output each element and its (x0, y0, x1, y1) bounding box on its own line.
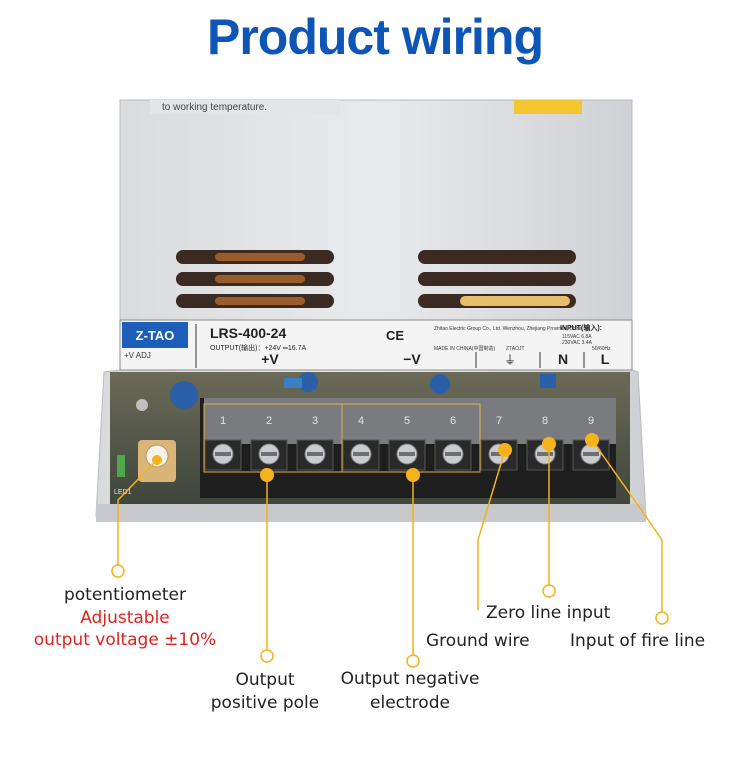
output-rating: OUTPUT(输出)：+24V ═16.7A (210, 343, 307, 352)
screw-slot (215, 452, 231, 456)
terminal-l-label: L (601, 351, 610, 367)
output-negative-label-2: electrode (370, 693, 450, 713)
terminal-number: 6 (450, 415, 456, 427)
input-line-3: 50/60Hz (592, 346, 611, 352)
adj-label: +V ADJ (124, 351, 151, 360)
manufacturer-text: Zhitao Electric Group Co., Ltd. Wenzhou,… (434, 326, 583, 332)
adjustable-label: Adjustable (80, 608, 170, 628)
input-title: INPUT(输入): (560, 323, 602, 332)
made-in-text: MADE IN CHINA(中国制造) (434, 345, 495, 352)
screw-slot (399, 452, 415, 456)
output-positive-label-2: positive pole (210, 693, 320, 713)
output-positive-label-1: Output (235, 670, 295, 690)
terminal-number: 3 (312, 415, 318, 427)
page-title: Product wiring (207, 9, 544, 65)
input-line-1: 115VAC 6.8A (562, 334, 592, 340)
led-label: LED1 (114, 489, 132, 496)
input-line-2: 230VAC 3.4A (562, 340, 593, 346)
model-number: LRS-400-24 (210, 325, 286, 341)
fire-line-label: Input of fire line (570, 631, 706, 651)
terminal-number: 1 (220, 415, 226, 427)
potentiometer-label: potentiometer (63, 585, 186, 605)
terminal-number: 5 (404, 415, 410, 427)
output-voltage-label: output voltage ±10% (33, 630, 217, 650)
terminal-number: 2 (266, 415, 272, 427)
casing-top-text: to working temperature. (162, 102, 267, 113)
screw-slot (491, 452, 507, 456)
screw-slot (353, 452, 369, 456)
ground-symbol: ⏚ (504, 353, 516, 367)
screw-slot (307, 452, 323, 456)
output-negative-label-1: Output negative (340, 669, 480, 689)
screw-slot (537, 452, 553, 456)
screw-slot (583, 452, 599, 456)
terminal-minus-label: −V (403, 351, 421, 367)
brand-logo: Z-TAO (136, 328, 175, 343)
terminal-number: 4 (358, 415, 364, 427)
terminal-plus-label: +V (261, 351, 279, 367)
terminal-number: 8 (542, 415, 548, 427)
screw-slot (261, 452, 277, 456)
ground-wire-label: Ground wire (426, 631, 530, 651)
ce-mark: CE (386, 328, 404, 343)
zero-line-label: Zero line input (486, 603, 611, 623)
model-code: ZTAOJT (506, 346, 525, 352)
terminal-n-label: N (558, 351, 568, 367)
terminal-number: 9 (588, 415, 594, 427)
terminal-number: 7 (496, 415, 502, 427)
screw-slot (445, 452, 461, 456)
